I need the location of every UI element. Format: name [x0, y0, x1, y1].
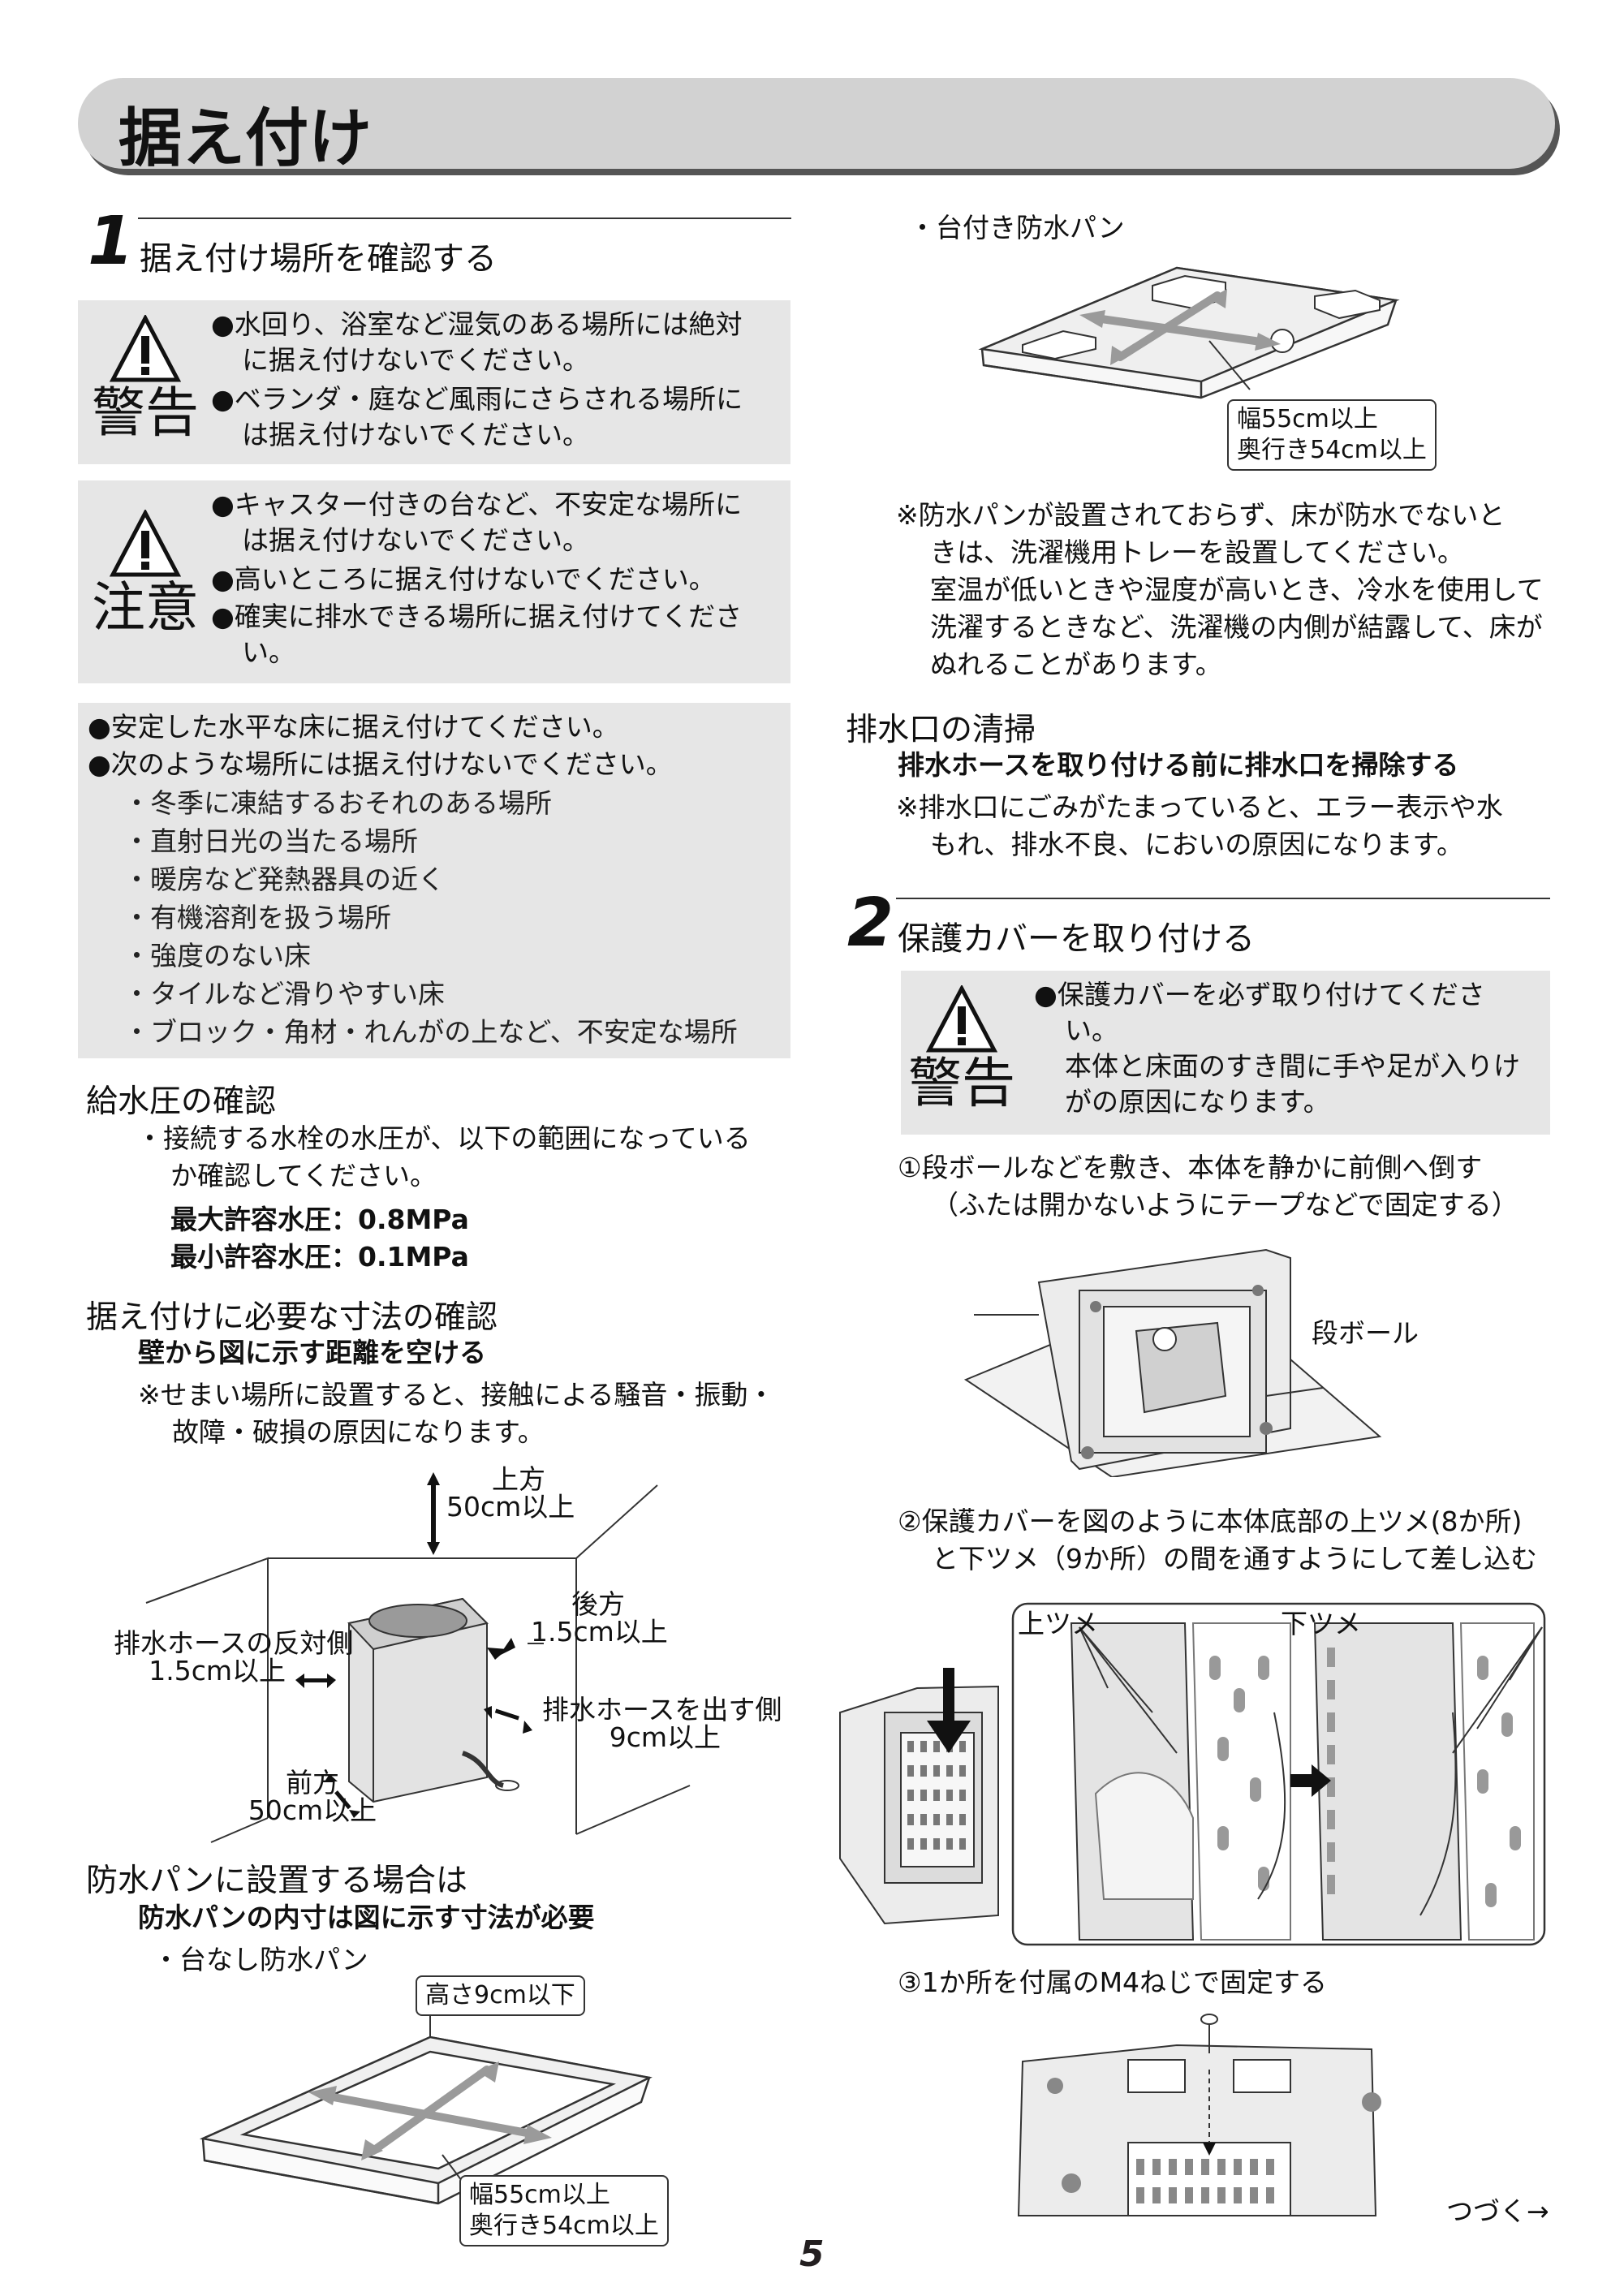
- step3-text: ③1か所を付属のM4ねじで固定する: [898, 1966, 1328, 1998]
- title-bar: 据え付け: [78, 78, 1555, 175]
- section2-warning-text: ●保護カバーを必ず取り付けてくださ い。 本体と床面のすき間に手や足が入りけ が…: [1034, 979, 1520, 1118]
- dimensions-note-2: 故障・破損の原因になります。: [172, 1416, 545, 1448]
- section2-warning-box: 警告 ●保護カバーを必ず取り付けてくださ い。 本体と床面のすき間に手や足が入り…: [901, 971, 1550, 1135]
- drain-note-2: もれ、排水不良、においの原因になります。: [930, 829, 1464, 860]
- pan-note-1: ※防水パンが設置されておらず、床が防水でないと: [896, 499, 1506, 531]
- caution-symbol: 注意: [84, 508, 206, 639]
- list-item: ・タイルなど滑りやすい床: [123, 978, 445, 1010]
- step2-line-2: と下ツメ（9か所）の間を通すようにして差し込む: [932, 1543, 1538, 1574]
- label-hose-opposite: 排水ホースの反対側 1.5cm以上: [114, 1627, 354, 1686]
- section-rule-1: [138, 218, 791, 219]
- section-title-1: 据え付け場所を確認する: [140, 240, 497, 278]
- cardboard-label: 段ボール: [1312, 1317, 1419, 1349]
- page-title: 据え付け: [118, 102, 373, 175]
- general-box: ●安定した水平な床に据え付けてください。 ●次のような場所には据え付けないでくだ…: [78, 703, 790, 1058]
- pan-note-4: 洗濯するときなど、洗濯機の内側が結露して、床が: [930, 611, 1543, 643]
- step3-diagram: [1017, 2014, 1381, 2216]
- label-back: 後方 1.5cm以上: [531, 1588, 668, 1648]
- general-item-2: ●次のような場所には据え付けないでください。: [88, 748, 673, 780]
- clearance-diagram: [145, 1472, 691, 1843]
- pan-subheading: 防水パンの内寸は図に示す寸法が必要: [138, 1902, 595, 1933]
- dimensions-subheading: 壁から図に示す距離を空ける: [138, 1337, 486, 1368]
- dimensions-note-1: ※せまい場所に設置すると、接触による騒音・振動・: [138, 1379, 775, 1411]
- warning-item-1: ●水回り、浴室など湿気のある場所には絶対 に据え付けないでください。: [211, 308, 743, 376]
- pan-note-3: 室温が低いときや湿度が高いとき、冷水を使用して: [930, 574, 1544, 605]
- drain-subheading: 排水ホースを取り付ける前に排水口を掃除する: [898, 749, 1459, 781]
- section2-warning-label: 警告: [908, 1052, 1015, 1114]
- warning-label: 警告: [92, 381, 199, 444]
- caution-item-2: ●高いところに据え付けないでください。: [211, 563, 716, 595]
- label-hose-side: 排水ホースを出す側 9cm以上: [542, 1694, 782, 1753]
- caution-item-1: ●キャスター付きの台など、不安定な場所に は据え付けないでください。: [211, 489, 743, 556]
- list-item: ・ブロック・角材・れんがの上など、不安定な場所: [123, 1016, 738, 1048]
- caution-triangle-icon: [109, 508, 182, 577]
- stand-pan-size-callout: 幅55cm以上 奥行き54cm以上: [1227, 399, 1437, 471]
- page-number: 5: [799, 2234, 825, 2275]
- unsafe-places-list: ・冬季に凍結するおそれのある場所 ・直射日光の当たる場所 ・暖房など発熱器具の近…: [123, 784, 738, 1051]
- water-pressure-line-2: か確認してください。: [170, 1160, 437, 1191]
- stand-pan-diagram: [978, 266, 1400, 399]
- flat-pan-label: ・台なし防水パン: [153, 1944, 368, 1975]
- list-item: ・有機溶剤を扱う場所: [123, 902, 391, 933]
- step1-diagram: [963, 1248, 1382, 1477]
- general-item-1: ●安定した水平な床に据え付けてください。: [88, 711, 619, 743]
- upper-claw-label: 上ツメ: [1018, 1608, 1098, 1639]
- drain-note-1: ※排水口にごみがたまっていると、エラー表示や水: [896, 791, 1503, 823]
- list-item: ・冬季に凍結するおそれのある場所: [123, 787, 552, 819]
- label-front: 前方 50cm以上: [248, 1767, 377, 1826]
- section-number-1: 1: [88, 203, 135, 280]
- lower-claw-label: 下ツメ: [1281, 1608, 1361, 1639]
- dimensions-heading: 据え付けに必要な寸法の確認: [86, 1299, 498, 1336]
- step2-diagram: [839, 1602, 1546, 1946]
- caution-label: 注意: [92, 576, 199, 639]
- list-item: ・直射日光の当たる場所: [123, 825, 418, 857]
- max-pressure: 最大許容水圧：0.8MPa: [170, 1204, 469, 1235]
- warning-symbol: 警告: [84, 313, 206, 444]
- warning-triangle-icon: [109, 313, 182, 382]
- pan-heading: 防水パンに設置する場合は: [86, 1863, 467, 1899]
- section-number-2: 2: [847, 885, 894, 962]
- pan-size-callout: 幅55cm以上 奥行き54cm以上: [459, 2175, 669, 2246]
- warning-box: 警告 ●水回り、浴室など湿気のある場所には絶対 に据え付けないでください。 ●ベ…: [78, 300, 790, 464]
- section2-warning-symbol: 警告: [901, 984, 1023, 1114]
- caution-box: 注意 ●キャスター付きの台など、不安定な場所に は据え付けないでください。 ●高…: [78, 480, 790, 683]
- continue-label: つづく→: [1446, 2195, 1549, 2227]
- list-item: ・強度のない床: [123, 940, 311, 971]
- step1-line-2: （ふたは開かないようにテープなどで固定する）: [932, 1189, 1518, 1221]
- stand-pan-label: ・台付き防水パン: [909, 212, 1125, 243]
- section-rule-2: [896, 898, 1550, 899]
- caution-item-3: ●確実に排水できる場所に据え付けてくださ い。: [211, 601, 743, 668]
- pan-note-5: ぬれることがあります。: [930, 648, 1222, 680]
- section-title-2: 保護カバーを取り付ける: [898, 920, 1255, 958]
- pan-note-2: きは、洗濯機用トレーを設置してください。: [930, 536, 1465, 568]
- flat-pan-diagram: [199, 2005, 653, 2205]
- step1-line-1: ①段ボールなどを敷き、本体を静かに前側へ倒す: [898, 1152, 1483, 1183]
- warning-item-2: ●ベランダ・庭など風雨にさらされる場所に は据え付けないでください。: [211, 383, 743, 450]
- list-item: ・暖房など発熱器具の近く: [123, 864, 445, 895]
- min-pressure: 最小許容水圧：0.1MPa: [170, 1241, 469, 1273]
- step2-line-1: ②保護カバーを図のように本体底部の上ツメ(8か所): [898, 1506, 1523, 1537]
- pan-height-callout: 高さ9cm以下: [416, 1975, 585, 2016]
- water-pressure-line-1: ・接続する水栓の水圧が、以下の範囲になっている: [136, 1122, 751, 1154]
- warning-triangle-icon: [925, 984, 998, 1053]
- label-top: 上方 50cm以上: [446, 1463, 575, 1523]
- drain-heading: 排水口の清掃: [846, 712, 1036, 748]
- water-pressure-heading: 給水圧の確認: [86, 1083, 277, 1120]
